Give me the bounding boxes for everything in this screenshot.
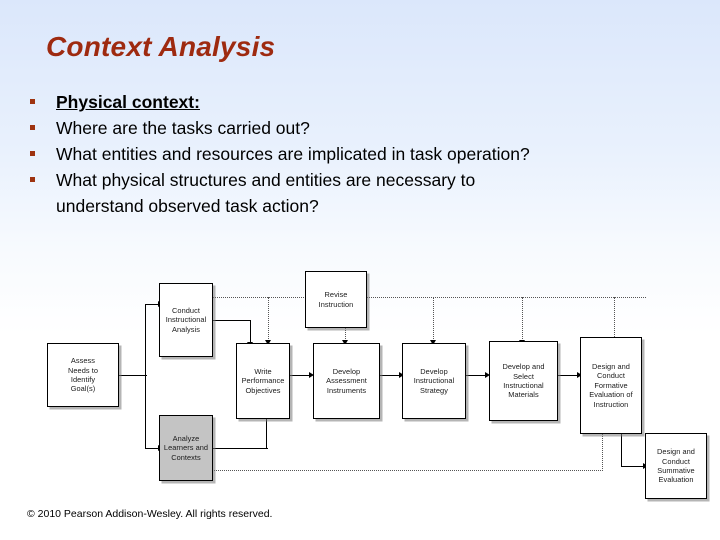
revise-drop-line xyxy=(268,297,269,341)
revise-drop-line xyxy=(522,297,523,341)
list-item: What physical structures and entities ar… xyxy=(22,168,712,193)
connector-line xyxy=(213,320,251,322)
arrowhead-icon xyxy=(577,371,582,378)
connector-line xyxy=(250,320,252,344)
connector-line xyxy=(119,375,147,377)
bullet-icon xyxy=(30,125,35,130)
connector-line xyxy=(145,304,159,306)
connector-line xyxy=(266,413,268,449)
arrowhead-icon xyxy=(399,371,404,378)
arrowhead-icon xyxy=(485,371,490,378)
copyright-notice: © 2010 Pearson Addison-Wesley. All right… xyxy=(27,508,273,520)
page-title: Context Analysis xyxy=(46,31,276,62)
list-item: Where are the tasks carried out? xyxy=(22,116,712,141)
list-item-label: What physical structures and entities ar… xyxy=(56,170,476,190)
list-item-label: What entities and resources are implicat… xyxy=(56,144,530,164)
revise-drop-line xyxy=(345,315,346,341)
list-item-label: Physical context: xyxy=(56,92,200,112)
context-feedback-line xyxy=(175,470,603,471)
bullet-icon xyxy=(30,99,35,104)
connector-line xyxy=(380,375,400,377)
context-feedback-line xyxy=(602,434,603,471)
list-item-label: Where are the tasks carried out? xyxy=(56,118,310,138)
bullet-icon xyxy=(30,177,35,182)
connector-line xyxy=(290,375,310,377)
list-item-continuation: understand observed task action? xyxy=(56,196,319,216)
connector-line xyxy=(621,434,623,467)
list-item: What entities and resources are implicat… xyxy=(22,142,712,167)
connector-line xyxy=(145,304,147,449)
connector-line xyxy=(621,466,644,468)
revise-drop-line xyxy=(433,297,434,341)
arrowhead-icon xyxy=(309,371,314,378)
arrowhead-icon xyxy=(429,340,436,345)
bullet-icon xyxy=(30,151,35,156)
connector-line xyxy=(145,448,159,450)
connector-line xyxy=(558,375,578,377)
connector-line xyxy=(466,375,486,377)
bullet-list: Physical context: Where are the tasks ca… xyxy=(22,90,712,219)
connector-line xyxy=(213,448,268,450)
arrowhead-icon xyxy=(264,340,271,345)
list-item: Physical context: xyxy=(22,90,712,115)
arrowhead-icon xyxy=(341,340,348,345)
revise-feedback-line xyxy=(198,297,646,298)
revise-drop-line xyxy=(614,297,615,341)
